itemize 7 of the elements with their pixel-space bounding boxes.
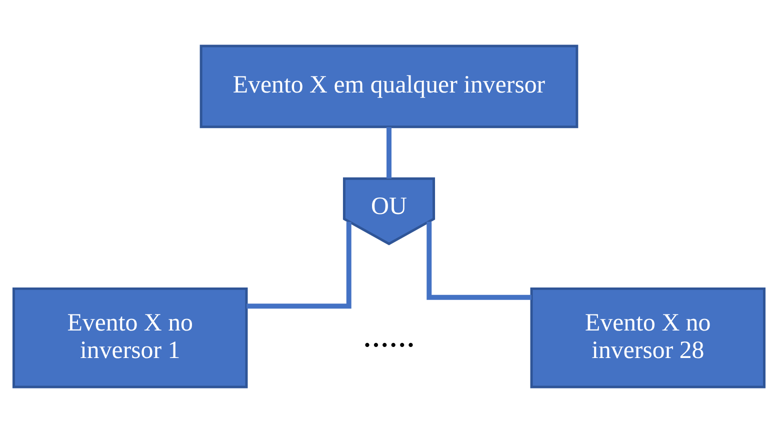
- node-box: Evento X em qualquer inversor: [200, 44, 578, 128]
- node-box: Evento X no inversor 28: [530, 286, 766, 388]
- label: ......: [362, 314, 416, 354]
- connector: [426, 221, 532, 300]
- connector: [246, 221, 352, 308]
- connector: [386, 126, 392, 178]
- node-box: Evento X no inversor 1: [12, 286, 248, 388]
